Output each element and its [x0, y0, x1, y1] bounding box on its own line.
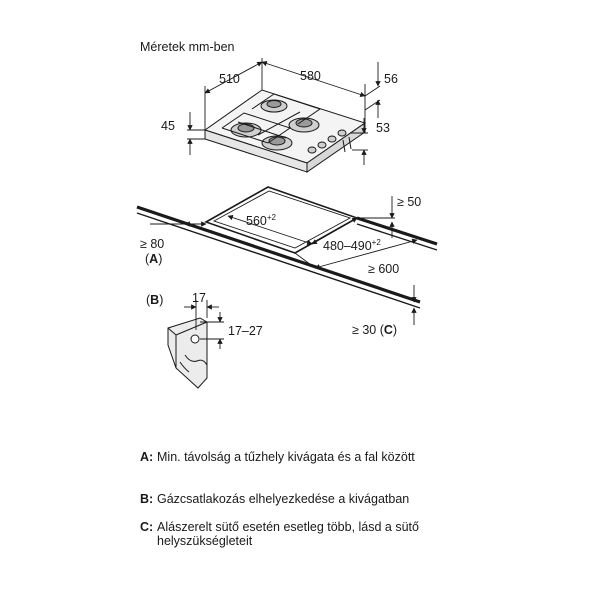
dim-17: 17 [192, 291, 206, 305]
dim-45: 45 [161, 119, 175, 133]
legend-a: A: Min. távolság a tűzhely kivágata és a… [140, 450, 430, 464]
dim-480-490: 480–490+2 [323, 238, 381, 253]
legend-text: Alászerelt sütő esetén esetleg több, lás… [157, 520, 419, 548]
marker-b: (B) [146, 293, 163, 307]
knob [327, 135, 337, 143]
detail-b-dimensions [184, 300, 224, 349]
dim-560: 560+2 [246, 213, 277, 228]
legend-b: B: Gázcsatlakozás elhelyezkedése a kivág… [140, 492, 430, 506]
legend-key: B: [140, 492, 154, 506]
knob [337, 129, 347, 137]
diagram-title: Méretek mm-ben [140, 40, 235, 54]
dim-53: 53 [376, 121, 390, 135]
hob-drawing [203, 89, 367, 173]
burner [288, 117, 320, 133]
legend-key: A: [140, 450, 154, 464]
installation-diagram: Méretek mm-ben [136, 40, 438, 389]
legend-c: C: Alászerelt sütő esetén esetleg több, … [140, 520, 430, 548]
dim-510: 510 [219, 72, 240, 86]
marker-a: (A) [145, 252, 162, 266]
dim-ge30: ≥ 30 (C) [352, 323, 397, 337]
dim-56: 56 [384, 72, 398, 86]
cutout-dimensions [150, 196, 418, 325]
legend-text: Gázcsatlakozás elhelyezkedése a kivágatb… [157, 492, 410, 506]
dim-ge50: ≥ 50 [397, 195, 421, 209]
gas-connection-detail [167, 317, 208, 389]
dim-17-27: 17–27 [228, 324, 263, 338]
legend-text: Min. távolság a tűzhely kivágata és a fa… [157, 450, 415, 464]
burner [260, 99, 288, 113]
dim-580: 580 [300, 69, 321, 83]
knob [317, 141, 327, 149]
dim-ge600: ≥ 600 [368, 262, 399, 276]
dim-ge80: ≥ 80 [140, 237, 164, 251]
knob [307, 146, 317, 154]
legend-key: C: [140, 520, 154, 534]
hob-dimensions [187, 58, 381, 165]
